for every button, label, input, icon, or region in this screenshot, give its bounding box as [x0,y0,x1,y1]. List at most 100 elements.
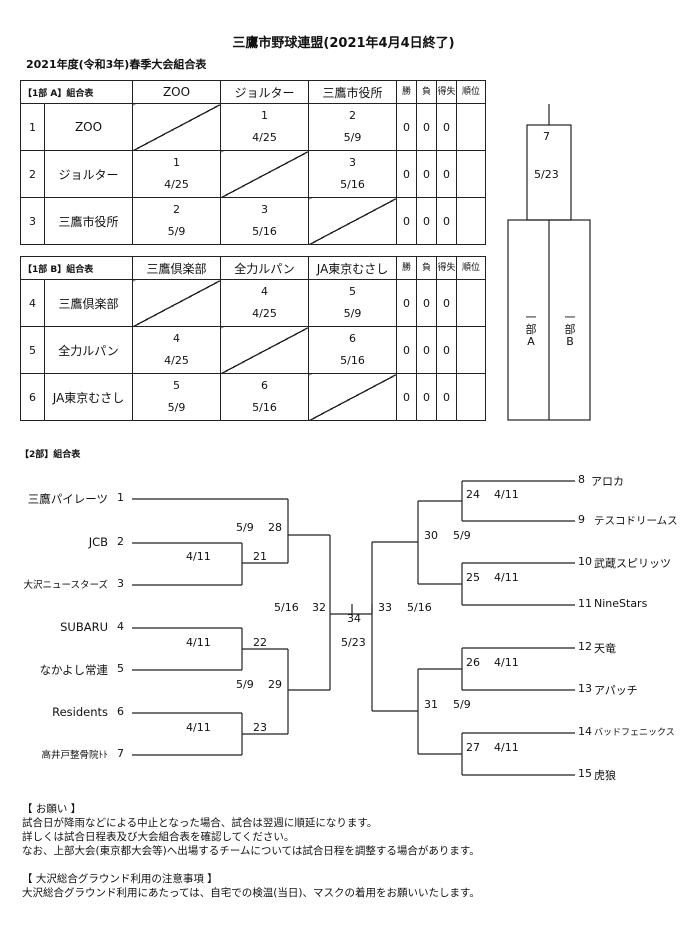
match-date: 4/25 [164,354,189,367]
game-date: 4/11 [186,721,211,734]
game-date: 4/11 [494,741,519,754]
right-team-name: アロカ [591,475,624,488]
match-number: 6 [349,332,357,345]
game-date: 4/11 [494,656,519,669]
ground-title: 【 大沢総合グラウンド利用の注意事項 】 [22,873,218,885]
left-team-seed: 5 [117,662,124,675]
row-team-name: ZOO [44,103,133,151]
right-team-seed: 8 [578,473,585,486]
league-header-team: 全力ルパン [220,256,310,280]
match-number: 4 [261,285,269,298]
left-team-name: Residents [52,705,108,719]
left-team-name: なかよし常連 [39,663,108,677]
game-number: 28 [268,521,282,534]
match-number: 5 [349,285,357,298]
notes-section: 【 お願い 】 試合日が降雨などによる中止となった場合、試合は翌週に順延になりま… [22,802,480,900]
self-match-cell [308,373,398,421]
match-date: 4/25 [252,307,277,320]
right-team-name: テスコドリームス [594,515,678,527]
match-date: 4/25 [164,178,189,191]
self-match-cell [220,150,309,198]
game-date: 5/9 [453,529,471,542]
right-team-seed: 14 [578,725,592,738]
league-header-team: 三鷹倶楽部 [132,256,222,280]
match-date: 5/9 [343,131,362,144]
left-team-name: JCB [88,535,108,549]
game-number: 24 [466,488,480,501]
match-number: 5 [173,379,181,392]
league-header-team: 三鷹市役所 [308,80,397,104]
row-team-name: JA東京むさし [43,373,134,421]
left-team-seed: 4 [117,620,124,633]
stat-cell [456,150,486,198]
right-team-name: バッドフェニックス [594,728,675,738]
left-team-name: 三鷹パイレーツ [27,492,108,506]
game-date: 5/9 [236,678,254,691]
left-team-seed: 2 [117,535,124,548]
game-date: 5/23 [341,636,366,649]
game-number: 33 [378,601,392,614]
match-cell: 6 5/16 [220,373,310,421]
row-team-name: 三鷹市役所 [44,197,133,245]
game-number: 31 [424,698,438,711]
match-number: 2 [349,109,356,122]
match-date: 5/16 [252,401,277,414]
game-date: 5/16 [274,601,299,614]
right-team-seed: 9 [578,513,585,526]
row-number: 5 [20,326,45,374]
match-date: 5/9 [167,401,186,414]
game-number: 27 [466,741,480,754]
game-number: 30 [424,529,438,542]
self-match-cell [132,279,222,327]
row-team-name: 三鷹倶楽部 [43,279,134,327]
game-number: 26 [466,656,480,669]
part2-title: 【2部】組合表 [20,450,81,460]
right-team-seed: 15 [578,767,592,780]
league-header-team: JA東京むさし [308,256,398,280]
self-match-cell [132,103,221,151]
game-number: 21 [253,550,267,563]
right-team-name: アパッチ [594,684,638,697]
match-cell: 2 5/9 [308,103,397,151]
final-part-b-label: 一 部 B [564,311,576,348]
game-number: 32 [312,601,326,614]
match-date: 5/16 [340,354,365,367]
game-date: 5/9 [236,521,254,534]
final-game-date: 5/23 [534,168,559,181]
tournament-subtitle: 2021年度(令和3年)春季大会組合表 [26,58,207,71]
left-team-name: SUBARU [60,620,108,634]
right-team-name: 虎狼 [594,769,616,782]
match-cell: 6 5/16 [308,326,398,374]
request-line: なお、上部大会(東京都大会等)へ出場するチームについては試合日程を調整する場合が… [22,845,480,857]
match-number: 1 [261,109,268,122]
game-number: 34 [347,612,361,625]
match-number: 3 [349,156,356,169]
right-team-seed: 12 [578,640,592,653]
match-cell: 5 5/9 [132,373,222,421]
match-number: 2 [173,203,180,216]
self-match-cell [220,326,310,374]
match-number: 6 [261,379,269,392]
row-team-name: 全力ルパン [43,326,134,374]
game-date: 4/11 [186,636,211,649]
stat-cell [456,197,486,245]
left-team-name: 大沢ニュースターズ [23,580,108,591]
match-date: 4/25 [252,131,277,144]
stat-cell [456,103,486,151]
league-header-team: ZOO [132,80,221,104]
right-team-name: 武蔵スピリッツ [594,557,671,570]
match-cell: 2 5/9 [132,197,221,245]
match-date: 5/9 [167,225,186,238]
right-team-seed: 10 [578,555,592,568]
left-team-seed: 7 [117,747,124,760]
row-team-name: ジョルター [44,150,133,198]
